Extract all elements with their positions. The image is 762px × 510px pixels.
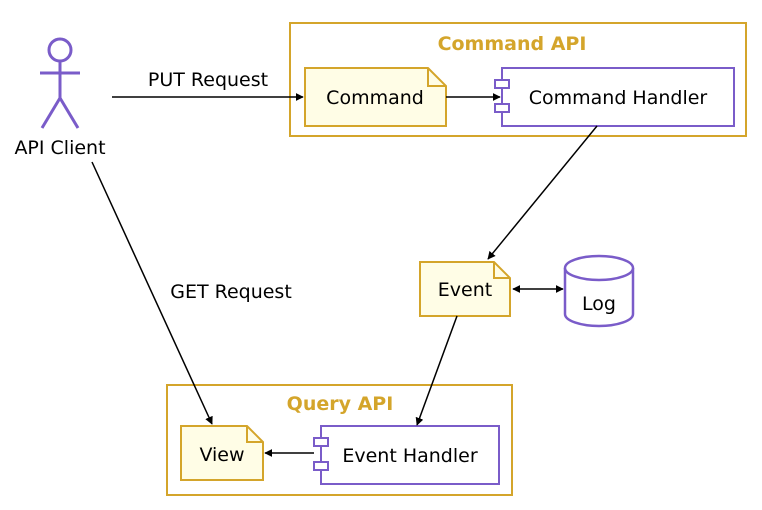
stick-figure-icon [40,37,80,129]
event-handler-node: Event Handler [313,425,500,485]
api-client-actor: API Client [14,37,106,159]
event-label: Event [438,279,492,301]
event-node: Event [419,261,511,317]
command-label: Command [326,87,424,109]
handler-to-event-arrow [487,125,598,260]
log-label: Log [582,293,616,315]
command-handler-label: Command Handler [529,87,708,109]
command-api-title: Command API [438,33,587,55]
command-handler-node: Command Handler [494,67,735,127]
command-node: Command [304,67,447,127]
edges [91,93,598,457]
view-label: View [199,444,244,466]
get-request-label: GET Request [170,281,292,303]
put-request-label: PUT Request [148,69,268,91]
view-node: View [180,425,264,481]
get-request-arrow [91,161,213,425]
query-api-title: Query API [287,393,394,415]
event-handler-label: Event Handler [342,445,477,467]
event-to-event-handler-arrow [415,315,458,426]
api-client-label: API Client [14,137,105,159]
log-node: Log [563,254,635,328]
